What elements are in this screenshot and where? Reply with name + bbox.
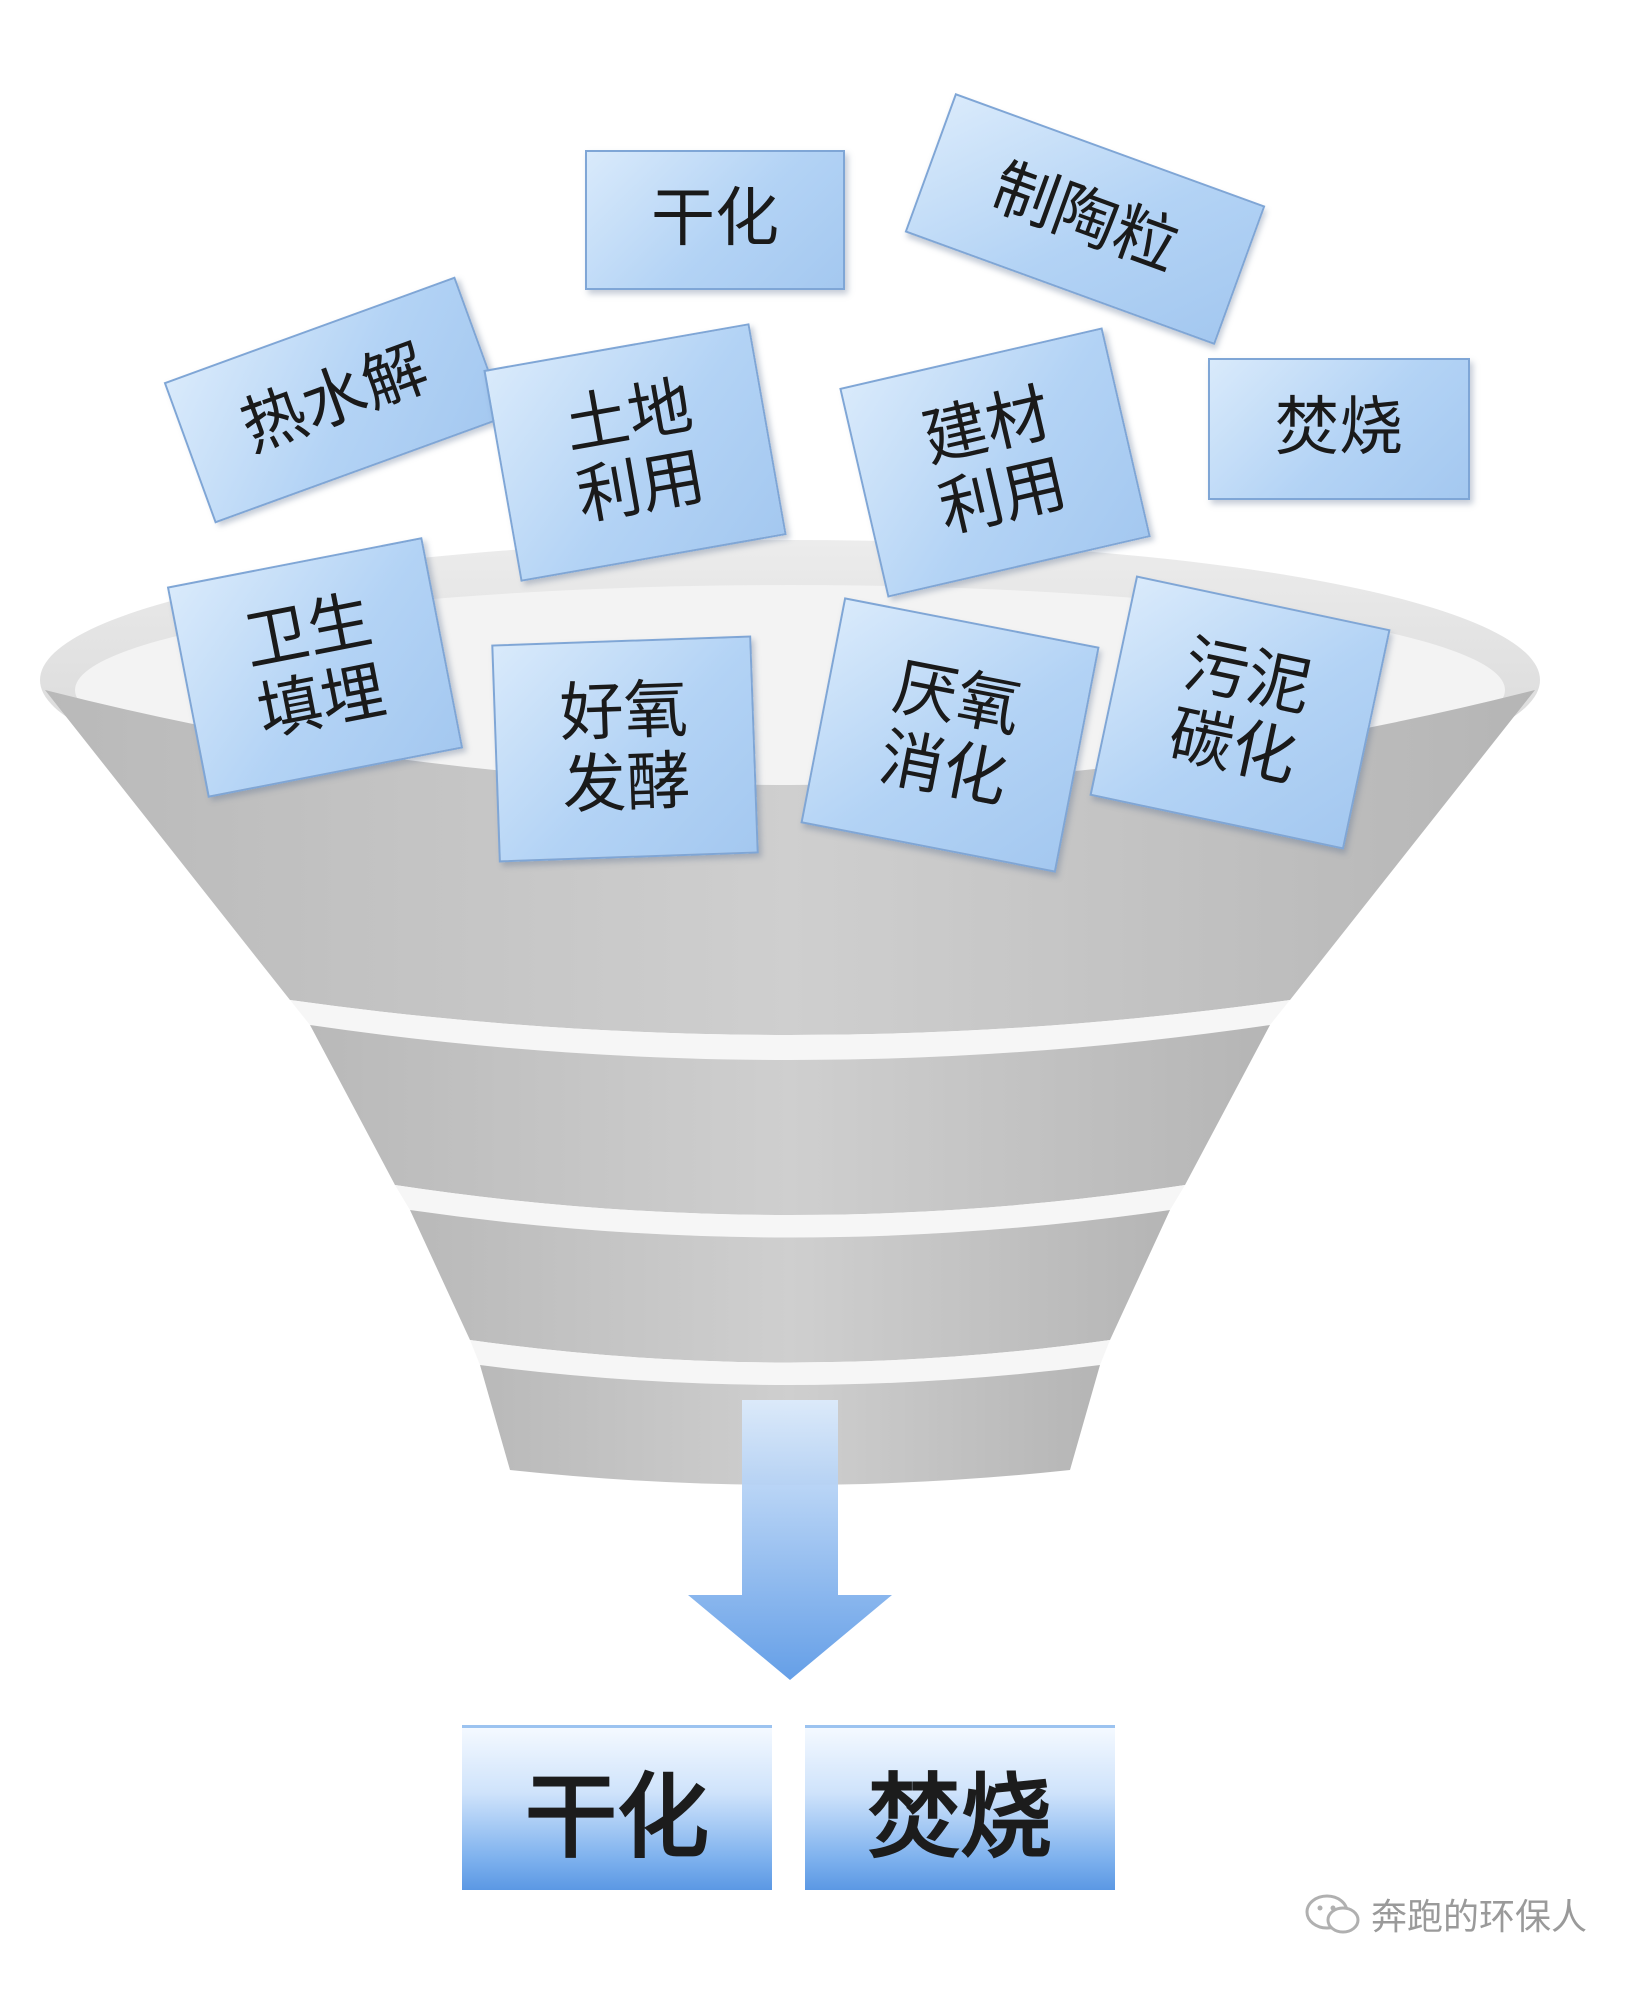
card-yanyang: 厌氧 消化 xyxy=(800,597,1100,873)
card-reshuijie-label: 热水解 xyxy=(231,331,438,467)
card-fenshao: 焚烧 xyxy=(1208,358,1470,500)
watermark-text: 奔跑的环保人 xyxy=(1370,1897,1587,1938)
result-fenshao: 焚烧 xyxy=(805,1725,1115,1890)
funnel-band-3 xyxy=(410,1210,1170,1363)
card-zhitaoli-label: 制陶粒 xyxy=(982,150,1189,286)
down-arrow xyxy=(688,1400,892,1680)
card-ganhua-label: 干化 xyxy=(651,182,779,257)
funnel-gap-3 xyxy=(470,1340,1110,1385)
result-fenshao-label: 焚烧 xyxy=(867,1763,1052,1871)
card-haoyang-line1: 好氧 xyxy=(558,673,689,752)
wechat-icon xyxy=(1305,1894,1360,1934)
watermark: 奔跑的环保人 xyxy=(1303,1888,1587,1940)
result-ganhua: 干化 xyxy=(462,1725,772,1890)
funnel-gap-1 xyxy=(290,1000,1290,1060)
card-ganhua: 干化 xyxy=(585,150,845,290)
result-ganhua-label: 干化 xyxy=(524,1763,709,1871)
card-haoyang-line2: 发酵 xyxy=(560,744,692,824)
funnel-band-2 xyxy=(310,1025,1270,1215)
card-fenshao-label: 焚烧 xyxy=(1275,391,1403,466)
funnel-gap-2 xyxy=(395,1185,1185,1238)
card-haoyang: 好氧 发酵 xyxy=(491,635,759,863)
